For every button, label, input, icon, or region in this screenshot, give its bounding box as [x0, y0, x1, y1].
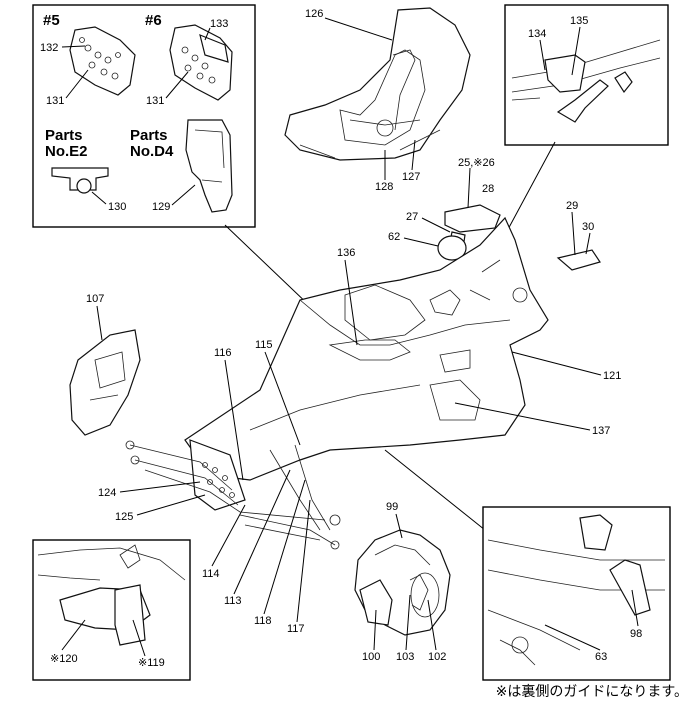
parts-d4-label-1: Parts	[130, 127, 168, 144]
part-135	[556, 79, 609, 123]
part-100	[359, 579, 393, 626]
label-131b: 131	[146, 95, 164, 107]
part-upper-arm	[579, 514, 613, 551]
part-107	[69, 329, 141, 436]
part-130-ring	[76, 178, 92, 194]
label-30: 30	[582, 221, 594, 233]
label-27: 27	[406, 211, 418, 223]
label-121: 121	[603, 370, 621, 382]
label-126: 126	[305, 8, 323, 20]
part-136-rim	[328, 339, 411, 361]
part-98	[609, 559, 651, 616]
label-128: 128	[375, 181, 393, 193]
label-137: 137	[592, 425, 610, 437]
part-135-tip	[614, 71, 633, 94]
label-115: 115	[255, 339, 273, 351]
seat-assembly: 126 128 127	[284, 7, 471, 193]
label-134: 134	[528, 28, 546, 40]
inset-detail-98: 98 63	[482, 506, 671, 681]
label-63: 63	[595, 651, 607, 663]
suspension-arms	[125, 440, 341, 550]
inset-parts-box: #5 #6 132 131 133 131 Parts No.E2 130	[32, 4, 256, 228]
variant-5-label: #5	[43, 12, 60, 29]
part-6-holes	[181, 46, 216, 84]
part-5-plate	[69, 26, 136, 96]
parts-e2-label-1: Parts	[45, 127, 83, 144]
label-103: 103	[396, 651, 414, 663]
part-62	[437, 235, 467, 261]
part-129	[185, 119, 233, 213]
pointer-line-98-inset	[384, 449, 486, 531]
parts-e2-label-2: No.E2	[45, 143, 88, 160]
label-136: 136	[337, 247, 355, 259]
main-chassis	[125, 216, 549, 550]
label-114: 114	[202, 568, 220, 580]
label-133: 133	[210, 18, 228, 30]
label-29: 29	[566, 200, 578, 212]
part-28	[444, 204, 501, 233]
part-133-bracket	[199, 34, 229, 63]
label-119: ※119	[138, 657, 165, 669]
label-102: 102	[428, 651, 446, 663]
inset-detail-134: 134 135	[504, 4, 669, 146]
part-130	[51, 167, 109, 191]
label-117: 117	[287, 623, 305, 635]
label-124: 124	[98, 487, 116, 499]
inset-detail-119: ※120 ※119	[32, 539, 191, 681]
label-25: 25,※26	[458, 157, 495, 169]
label-28: 28	[482, 183, 494, 195]
label-127: 127	[402, 171, 420, 183]
parts-d4-label-2: No.D4	[130, 143, 174, 160]
label-113: 113	[224, 595, 242, 607]
part-5-holes	[79, 37, 121, 80]
brake-assembly: 99 100 103 102	[354, 501, 451, 663]
label-62: 62	[388, 231, 400, 243]
chassis-body	[184, 216, 549, 481]
part-119	[114, 584, 146, 646]
label-120: ※120	[50, 653, 78, 665]
label-98: 98	[630, 628, 642, 640]
footer-note: ※は裏側のガイドになります。	[495, 684, 688, 700]
label-116: 116	[214, 347, 232, 359]
part-126-seat	[284, 7, 471, 161]
label-130: 130	[108, 201, 126, 213]
label-107: 107	[86, 293, 104, 305]
label-99: 99	[386, 501, 398, 513]
variant-6-label: #6	[145, 12, 162, 29]
label-125: 125	[115, 511, 133, 523]
part-29	[556, 249, 601, 271]
label-100: 100	[362, 651, 380, 663]
label-132: 132	[40, 42, 58, 54]
label-131a: 131	[46, 95, 64, 107]
part-137-pod	[429, 379, 481, 421]
label-135: 135	[570, 15, 588, 27]
label-118: 118	[254, 615, 272, 627]
label-129: 129	[152, 201, 170, 213]
cockpit-opening	[344, 284, 426, 341]
side-parts: 25,※26 28 27 62 29 30	[388, 157, 601, 271]
